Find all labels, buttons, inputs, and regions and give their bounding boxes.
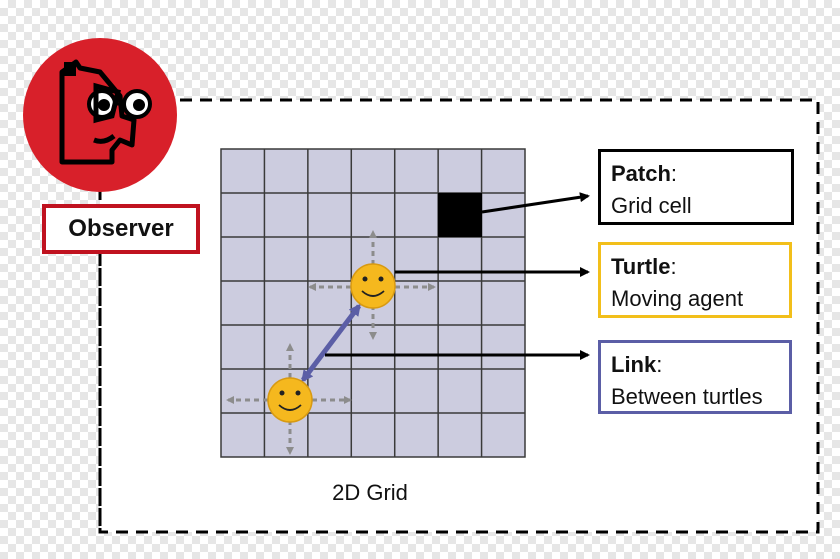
turtle-bottom-smiley-icon	[267, 377, 313, 423]
turtle-top-smiley-icon	[350, 263, 396, 309]
grid-caption: 2D Grid	[332, 480, 408, 505]
turtle-colon: :	[670, 254, 677, 279]
link-title: Link	[611, 352, 657, 377]
turtle-link	[301, 303, 361, 383]
patch-colon: :	[670, 161, 678, 186]
turtle-title: Turtle	[611, 254, 671, 279]
link-description: Between turtles	[611, 384, 763, 409]
turtle-top-direction-arrows	[308, 230, 436, 340]
patch-description: Grid cell	[611, 193, 692, 218]
turtle-bottom-direction-arrows	[226, 343, 352, 455]
patch-cell	[438, 193, 482, 237]
observer-label-box: Observer	[42, 204, 200, 254]
turtle-description: Moving agent	[611, 286, 744, 311]
observer-face-icon	[23, 38, 177, 192]
link-legend-box: Link: Between turtles	[598, 340, 792, 414]
patch-legend-box: Patch: Grid cell	[598, 149, 794, 225]
observer-label: Observer	[68, 215, 174, 242]
patch-title: Patch	[611, 161, 671, 186]
link-colon: :	[656, 352, 663, 377]
turtle-legend-box: Turtle: Moving agent	[598, 242, 792, 318]
patch-pointer-arrow	[481, 192, 590, 214]
